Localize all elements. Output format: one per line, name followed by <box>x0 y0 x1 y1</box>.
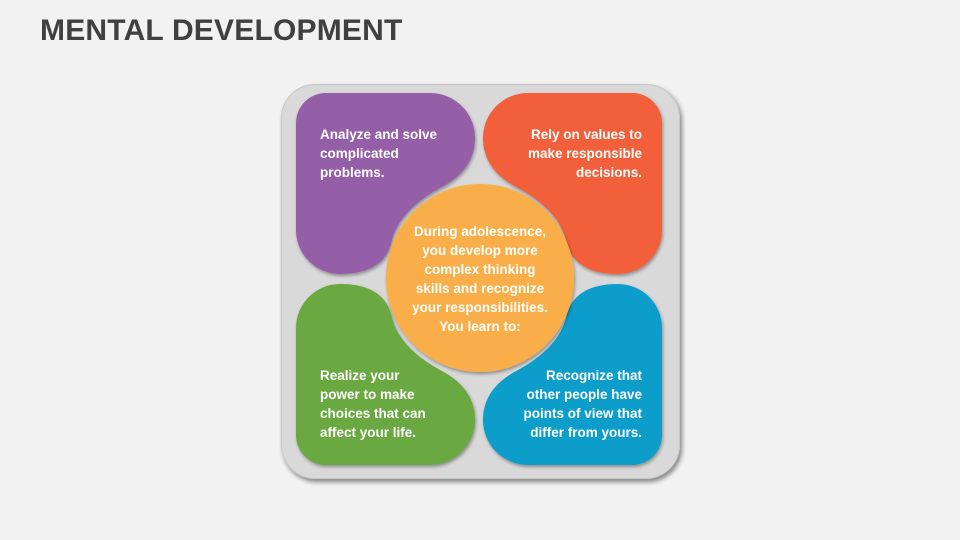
text-line: differ from yours. <box>530 425 642 440</box>
text-line: affect your life. <box>320 425 417 440</box>
quadrant-bottom-left-shape <box>296 284 475 465</box>
text-line: Recognize that <box>545 368 642 383</box>
text-line: points of view that <box>523 406 642 421</box>
text-line: decisions. <box>575 165 642 180</box>
quadrant-top-right-shape <box>483 93 663 274</box>
quadrant-bottom-right-shape <box>483 284 663 465</box>
quadrant-top-left-shape <box>296 93 475 274</box>
text-line: choices that can <box>320 406 426 421</box>
text-line: During adolescence, <box>413 224 547 239</box>
text-line: you develop more <box>422 243 538 258</box>
quadrant-top-left-text: Analyze and solve complicated problems. <box>320 125 437 182</box>
text-line: complex thinking <box>424 262 536 277</box>
center-circle <box>386 184 574 372</box>
text-line: problems. <box>320 165 385 180</box>
text-line: skills and recognize <box>415 281 545 296</box>
text-line: Rely on values to <box>530 127 642 142</box>
text-line: make responsible <box>527 146 642 161</box>
quadrant-bottom-left-text: Realize your power to make choices that … <box>320 366 426 442</box>
quadrant-top-right-text: Rely on values to make responsible decis… <box>528 125 642 182</box>
center-text: During adolescence, you develop more com… <box>386 222 574 336</box>
text-line: other people have <box>526 387 642 402</box>
quadrant-bottom-right-text: Recognize that other people have points … <box>523 366 642 442</box>
text-line: Analyze and solve <box>320 127 438 142</box>
text-line: You learn to: <box>439 319 521 334</box>
text-line: complicated <box>320 146 399 161</box>
text-line: power to make <box>320 387 415 402</box>
page-title: MENTAL DEVELOPMENT <box>40 14 403 47</box>
text-line: your responsibilities. <box>412 300 548 315</box>
text-line: Realize your <box>320 368 400 383</box>
